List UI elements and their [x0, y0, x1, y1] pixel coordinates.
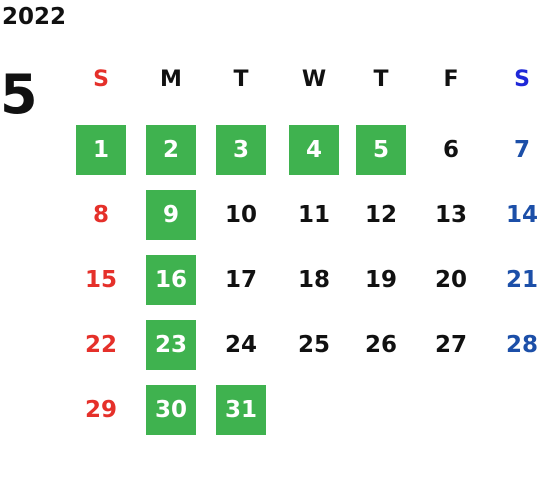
day-29: 29: [84, 397, 117, 423]
day-25: 25: [297, 332, 330, 358]
weekday-saturday: S: [514, 67, 530, 92]
day-24: 24: [224, 332, 257, 358]
weekday-thursday: T: [373, 67, 389, 92]
day-19: 19: [364, 267, 397, 293]
day-27: 27: [434, 332, 467, 358]
day-28: 28: [505, 332, 538, 358]
weekday-friday: F: [443, 67, 459, 92]
day-16: 16: [146, 255, 196, 305]
day-31: 31: [216, 385, 266, 435]
day-26: 26: [364, 332, 397, 358]
day-1: 1: [76, 125, 126, 175]
day-21: 21: [505, 267, 538, 293]
day-9: 9: [146, 190, 196, 240]
year-label: 2022: [2, 4, 67, 30]
day-23: 23: [146, 320, 196, 370]
day-20: 20: [434, 267, 467, 293]
day-13: 13: [434, 202, 467, 228]
day-5: 5: [356, 125, 406, 175]
day-3: 3: [216, 125, 266, 175]
day-8: 8: [92, 202, 109, 228]
day-15: 15: [84, 267, 117, 293]
day-11: 11: [297, 202, 330, 228]
day-17: 17: [224, 267, 257, 293]
weekday-tuesday: T: [233, 67, 249, 92]
weekday-sunday: S: [93, 67, 109, 92]
day-4: 4: [289, 125, 339, 175]
weekday-monday: M: [160, 67, 182, 92]
day-7: 7: [513, 137, 530, 163]
month-number: 5: [0, 63, 38, 126]
weekday-wednesday: W: [301, 67, 327, 92]
day-6: 6: [442, 137, 459, 163]
day-2: 2: [146, 125, 196, 175]
day-14: 14: [505, 202, 538, 228]
day-12: 12: [364, 202, 397, 228]
day-22: 22: [84, 332, 117, 358]
day-18: 18: [297, 267, 330, 293]
day-10: 10: [224, 202, 257, 228]
day-30: 30: [146, 385, 196, 435]
